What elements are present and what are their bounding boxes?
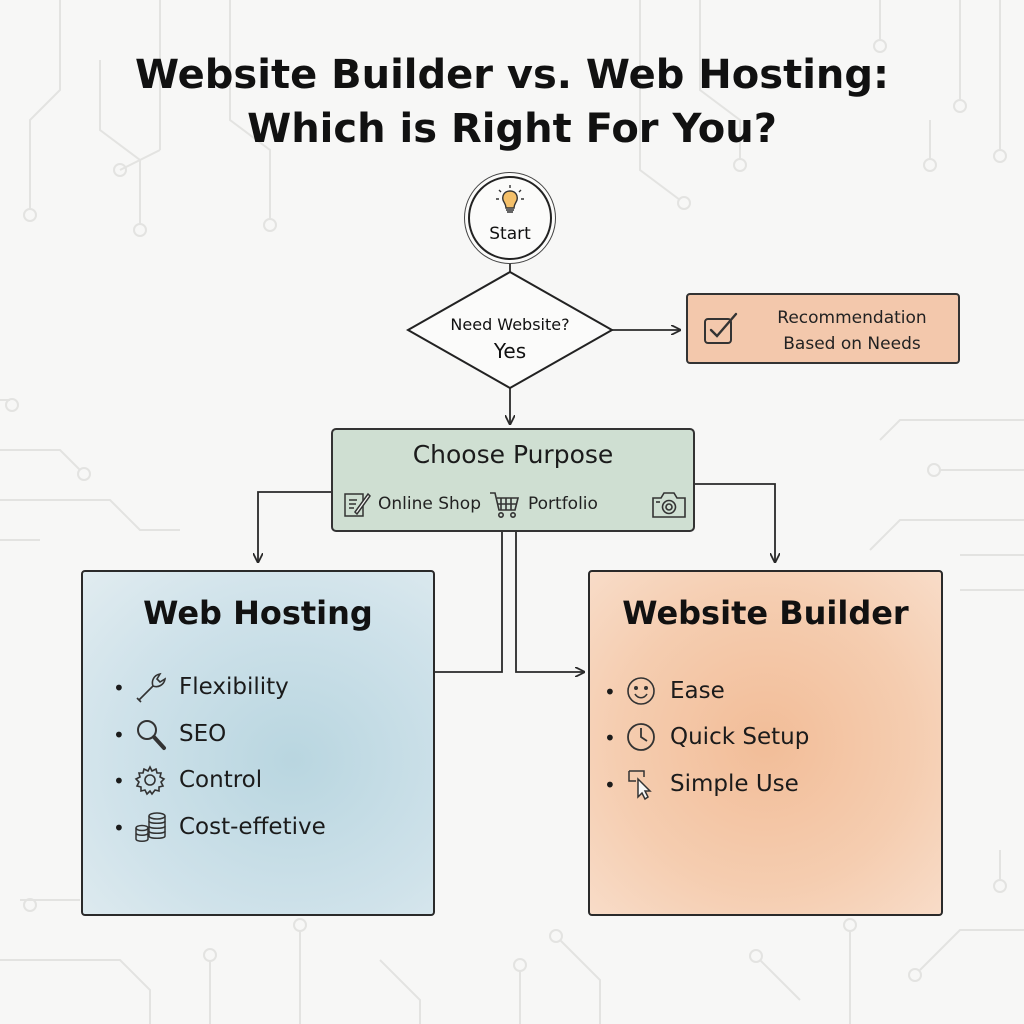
connector-purpose-to-builder xyxy=(695,483,775,562)
shopping-cart-icon xyxy=(490,492,520,518)
bullet: • xyxy=(113,723,125,747)
website-builder-title: Website Builder xyxy=(622,594,909,632)
builder-feature-label: Simple Use xyxy=(670,771,799,797)
lightbulb-icon xyxy=(496,185,524,213)
clock-icon xyxy=(627,723,655,751)
purpose-item-online-shop: Online Shop xyxy=(378,494,481,514)
recommendation-line-1: Recommendation xyxy=(777,308,927,328)
recommendation-line-2: Based on Needs xyxy=(783,334,921,354)
pen-document-icon xyxy=(344,492,371,517)
web-hosting-box: Web Hosting • Flexibility • SEO • Contro… xyxy=(81,570,435,916)
start-label: Start xyxy=(489,224,531,244)
title-line-1: Website Builder vs. Web Hosting: xyxy=(134,52,890,98)
bullet: • xyxy=(113,676,125,700)
choose-purpose-box: Choose Purpose Online Shop Portfolio xyxy=(331,428,695,532)
title-line-2: Which is Right For You? xyxy=(247,106,777,152)
website-builder-box: Website Builder • Ease • Quick Setup • xyxy=(588,570,943,916)
hosting-feature-label: Control xyxy=(179,767,263,793)
purpose-item-portfolio: Portfolio xyxy=(528,494,598,514)
bullet: • xyxy=(604,726,616,750)
smiley-icon xyxy=(627,677,655,705)
web-hosting-title: Web Hosting xyxy=(143,594,373,632)
hosting-feature-label: SEO xyxy=(179,721,227,747)
hosting-feature-label: Flexibility xyxy=(179,674,289,700)
cursor-click-icon xyxy=(628,770,652,801)
hosting-feature-label: Cost-effetive xyxy=(179,814,326,840)
decision-node: Need Website? Yes xyxy=(410,312,610,364)
checkbox-icon xyxy=(704,312,738,344)
builder-feature-label: Ease xyxy=(670,678,725,704)
recommendation-box: Recommendation Based on Needs xyxy=(686,293,960,364)
decision-answer: Yes xyxy=(493,339,527,363)
magnifier-icon xyxy=(137,720,166,750)
wrench-icon xyxy=(136,672,167,703)
builder-feature-label: Quick Setup xyxy=(670,724,810,750)
connector-center-right xyxy=(515,532,584,672)
start-node: Start xyxy=(468,176,552,260)
camera-icon xyxy=(652,492,686,518)
purpose-title: Choose Purpose xyxy=(412,440,614,469)
connector-purpose-to-hosting xyxy=(258,491,331,562)
recommendation-text: Recommendation Based on Needs xyxy=(750,305,954,357)
gear-icon xyxy=(134,765,166,796)
bullet: • xyxy=(604,680,616,704)
connector-center-left xyxy=(435,532,503,673)
page-title: Website Builder vs. Web Hosting: Which i… xyxy=(0,48,1024,156)
bullet: • xyxy=(113,816,125,840)
connectors xyxy=(258,256,775,672)
coins-icon xyxy=(135,812,166,842)
bullet: • xyxy=(604,773,616,797)
bullet: • xyxy=(113,769,125,793)
decision-diamond xyxy=(405,270,615,390)
decision-question: Need Website? xyxy=(450,315,570,334)
